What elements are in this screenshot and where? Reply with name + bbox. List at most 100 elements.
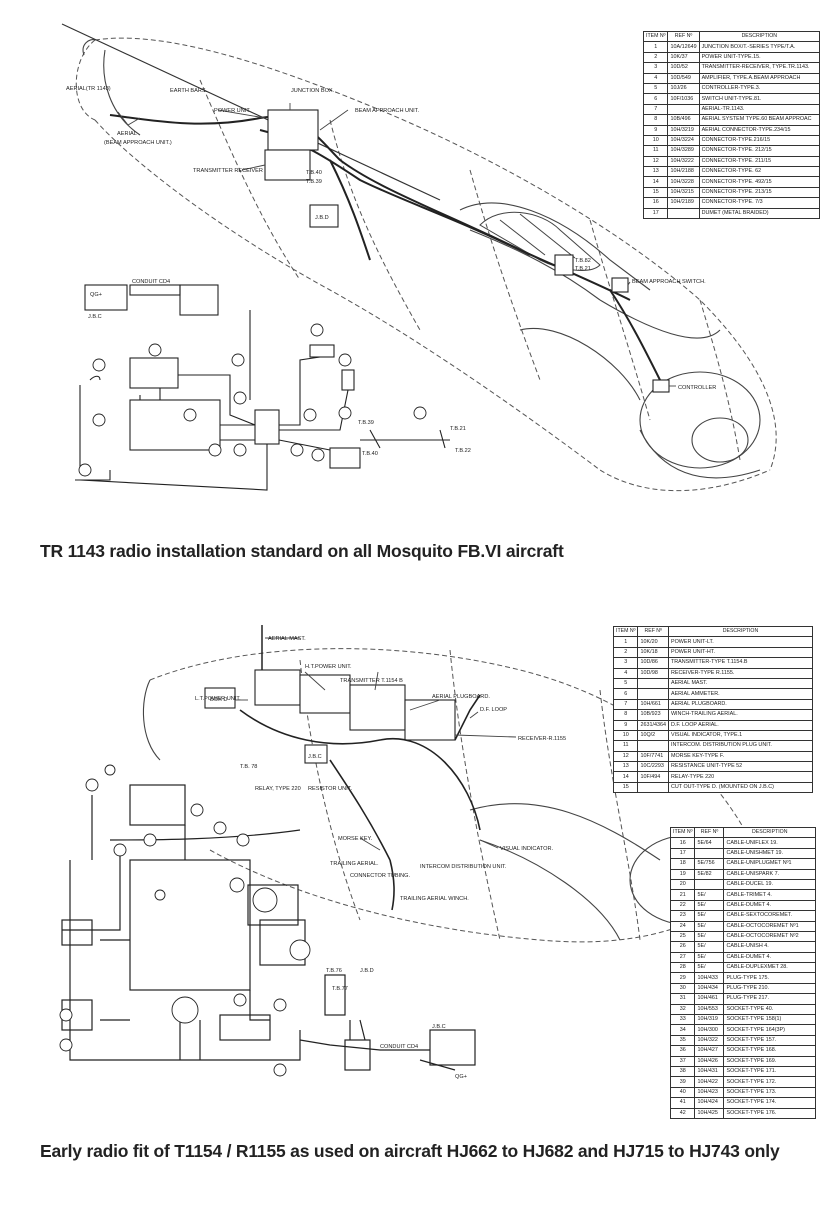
description-cell: D.F. LOOP AERIAL.: [667, 719, 814, 731]
bottom-caption: Early radio fit of T1154 / R1155 as used…: [40, 1141, 780, 1161]
item-number-cell: 7: [642, 103, 669, 116]
ref-number-cell: 5E/64: [694, 837, 725, 849]
description-cell: CONNECTOR-TYPE. 212/15: [698, 145, 821, 157]
ref-number-cell: 10H/434: [694, 982, 725, 995]
top-schematic: [75, 284, 450, 491]
item-number-cell: 9: [642, 124, 669, 136]
label-df-loop: D.F. LOOP: [480, 707, 507, 713]
description-cell: SOCKET-TYPE 40.: [723, 1003, 816, 1016]
description-cell: CABLE-DUMET 4.: [723, 951, 816, 964]
description-cell: MORSE KEY-TYPE F.: [667, 750, 814, 763]
ref-number-cell: 10J/26: [667, 82, 700, 95]
item-number-cell: 24: [669, 920, 696, 932]
table-header: ITEM Nº: [612, 625, 639, 638]
beam-switch-box: [611, 277, 629, 293]
ref-number-cell: 10H/319: [694, 1014, 725, 1026]
ref-number-cell: 10K/37: [667, 51, 700, 64]
ref-number-cell: 10A/12649: [667, 41, 700, 53]
label-controller: CONTROLLER: [678, 385, 716, 391]
ref-number-cell: 10B/923: [637, 709, 669, 721]
ref-number-cell: 2631/4364: [637, 719, 669, 731]
label-resistor: RESISTOR UNIT.: [308, 786, 352, 792]
item-number-cell: 31: [669, 993, 696, 1005]
description-cell: CONNECTOR-TYPE. 62: [698, 166, 821, 178]
description-cell: CABLE-UNISHMET 19.: [723, 847, 816, 860]
ref-number-cell: [694, 878, 725, 891]
ref-number-cell: 10H/3289: [667, 145, 700, 157]
ref-number-cell: 5E/: [694, 910, 725, 922]
item-number-cell: 28: [669, 962, 696, 974]
controller-box: [652, 379, 670, 393]
description-cell: TRANSMITTER-RECEIVER, TYPE.TR.1143.: [698, 62, 821, 74]
item-number-cell: 19: [669, 868, 696, 880]
description-cell: AERIAL PLUGBOARD.: [667, 698, 814, 711]
ref-number-cell: 10H/2189: [667, 197, 700, 209]
label-tb40-schematic: T.B.40: [362, 451, 378, 457]
label-earth-bars: EARTH BARS.: [170, 88, 208, 94]
item-number-cell: 17: [642, 207, 669, 220]
ref-number-cell: 10H/433: [694, 972, 725, 984]
item-number-cell: 15: [642, 186, 669, 199]
ref-number-cell: 5E/: [694, 899, 725, 912]
item-number-cell: 11: [612, 740, 639, 752]
ref-number-cell: 10D/98: [637, 667, 669, 679]
description-cell: SOCKET-TYPE 157.: [723, 1034, 816, 1047]
description-cell: SOCKET-TYPE 176.: [723, 1107, 816, 1119]
description-cell: SOCKET-TYPE 173.: [723, 1086, 816, 1099]
ref-number-cell: 10K/18: [637, 646, 669, 659]
item-number-cell: 6: [642, 93, 669, 105]
table-header: REF Nº: [694, 826, 725, 839]
ref-number-cell: 10F/494: [637, 771, 669, 783]
description-cell: CONTROLLER-TYPE.3.: [698, 82, 821, 95]
ref-number-cell: 10H/553: [694, 1003, 725, 1016]
item-number-cell: 41: [669, 1097, 696, 1109]
ref-number-cell: 10C/2293: [637, 761, 669, 773]
label-jbd: J.B.D: [315, 215, 329, 221]
item-number-cell: 3: [612, 657, 639, 669]
top-caption: TR 1143 radio installation standard on a…: [40, 541, 564, 561]
table-header: ITEM Nº: [642, 30, 669, 43]
label-tb82: T.B.82: [575, 258, 591, 264]
label-aerial-tr: AERIAL(TR 1143): [66, 86, 111, 92]
ref-number-cell: 10B/496: [667, 114, 700, 126]
description-cell: CABLE-UNISPARK 7.: [723, 868, 816, 880]
ref-number-cell: 10Q/2: [637, 729, 669, 742]
label-beam-approach-unit: BEAM APPROACH UNIT.: [355, 108, 419, 114]
label-box-d: BOX D: [210, 697, 227, 703]
description-cell: SOCKET-TYPE 174.: [723, 1097, 816, 1109]
item-number-cell: 27: [669, 951, 696, 964]
table-header: ITEM Nº: [669, 826, 696, 839]
item-number-cell: 39: [669, 1076, 696, 1088]
description-cell: AERIAL MAST.: [667, 677, 814, 690]
ref-number-cell: 10H/322: [694, 1034, 725, 1047]
description-cell: CABLE-OCTOCOREMET Nº2: [723, 930, 816, 943]
description-cell: CONNECTOR-TYPE. 492/15: [698, 176, 821, 188]
ref-number-cell: 10H/2188: [667, 166, 700, 178]
item-number-cell: 35: [669, 1034, 696, 1047]
item-number-cell: 15: [612, 781, 639, 794]
description-cell: CABLE-DUPLEXMET 28.: [723, 962, 816, 974]
label-intercom: INTERCOM DISTRIBUTION UNIT.: [420, 864, 507, 870]
description-cell: POWER UNIT-HT.: [667, 646, 814, 659]
ref-number-cell: 10H/3222: [667, 155, 700, 168]
label-qg-bottom: QG+: [455, 1074, 467, 1080]
label-conduit-bottom: CONDUIT CD4: [380, 1044, 418, 1050]
description-cell: CABLE-UNIPLUGMET Nº1: [723, 858, 816, 870]
ref-number-cell: 10F/7741: [637, 750, 669, 763]
label-lt-power-unit: L.T.POWER UNIT.: [195, 696, 241, 702]
